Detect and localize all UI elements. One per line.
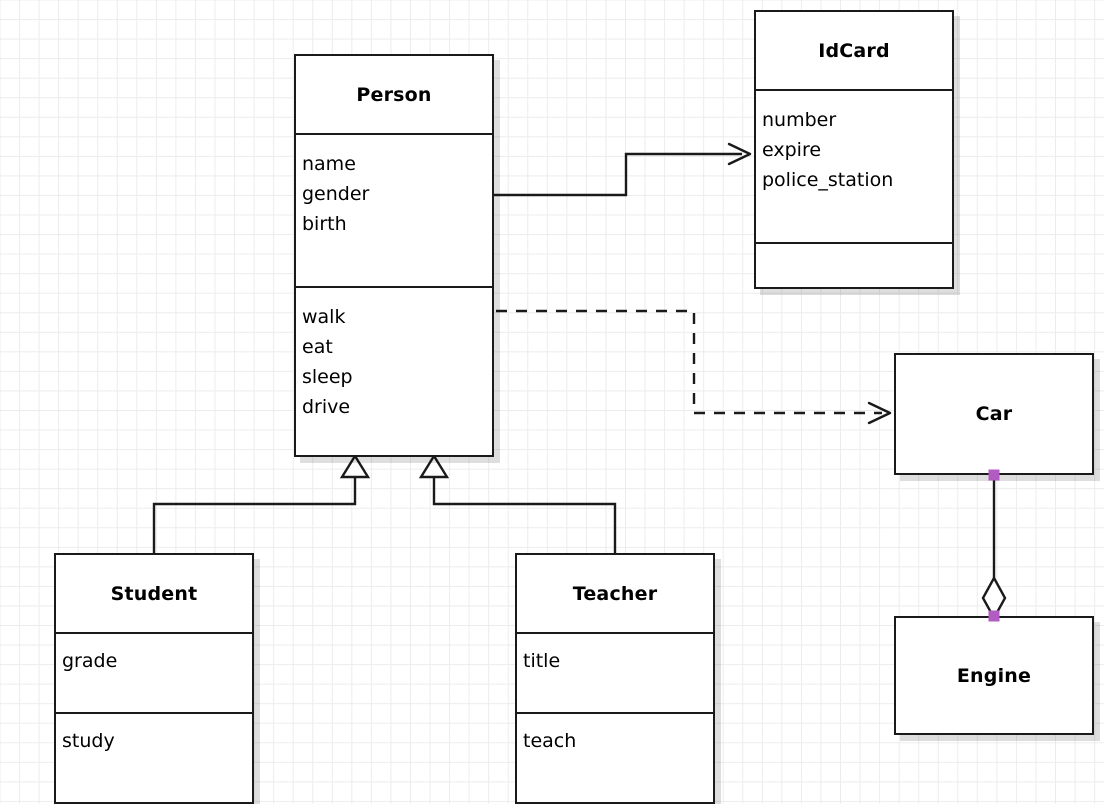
class-box-person[interactable]: Person name gender birth walk eat sleep … bbox=[294, 54, 494, 457]
class-box-teacher[interactable]: Teacher title teach bbox=[515, 553, 715, 804]
class-title-person: Person bbox=[296, 56, 492, 133]
edge-handle-car-end[interactable] bbox=[988, 469, 1000, 481]
attribute-item: name bbox=[302, 153, 356, 175]
attribute-item: title bbox=[523, 650, 561, 672]
class-box-student[interactable]: Student grade study bbox=[54, 553, 254, 804]
class-name-label: Person bbox=[356, 83, 432, 106]
class-methods-student: study bbox=[56, 712, 252, 802]
generalization-teacher-person[interactable] bbox=[418, 453, 617, 553]
class-attributes-idcard: number expire police_station bbox=[756, 89, 952, 242]
class-name-label: Engine bbox=[956, 664, 1032, 687]
method-item: sleep bbox=[302, 366, 353, 388]
class-title-idcard: IdCard bbox=[756, 12, 952, 89]
aggregation-car-engine[interactable] bbox=[981, 475, 1007, 621]
class-attributes-teacher: title bbox=[517, 632, 713, 712]
class-title-engine: Engine bbox=[896, 618, 1092, 733]
generalization-student-person[interactable] bbox=[152, 453, 371, 553]
method-item: teach bbox=[523, 730, 577, 752]
class-box-engine[interactable]: Engine bbox=[894, 616, 1094, 735]
attribute-item: birth bbox=[302, 213, 347, 235]
class-title-car: Car bbox=[896, 355, 1092, 473]
method-item: drive bbox=[302, 396, 351, 418]
method-item: study bbox=[62, 730, 115, 752]
attribute-item: grade bbox=[62, 650, 118, 672]
class-name-label: Student bbox=[110, 582, 198, 605]
edge-handle-engine-end[interactable] bbox=[988, 610, 1000, 622]
class-title-student: Student bbox=[56, 555, 252, 632]
method-item: eat bbox=[302, 336, 333, 358]
class-box-idcard[interactable]: IdCard number expire police_station bbox=[754, 10, 954, 289]
class-name-label: IdCard bbox=[818, 39, 890, 62]
attribute-item: gender bbox=[302, 183, 370, 205]
class-name-label: Car bbox=[975, 403, 1013, 425]
attribute-item: number bbox=[762, 109, 837, 131]
class-box-car[interactable]: Car bbox=[894, 353, 1094, 475]
method-item: walk bbox=[302, 306, 346, 328]
class-attributes-person: name gender birth bbox=[296, 133, 492, 286]
attribute-item: police_station bbox=[762, 169, 894, 191]
class-attributes-student: grade bbox=[56, 632, 252, 712]
dependency-person-car[interactable] bbox=[496, 309, 892, 425]
class-name-label: Teacher bbox=[572, 582, 658, 605]
class-methods-teacher: teach bbox=[517, 712, 713, 802]
class-methods-person: walk eat sleep drive bbox=[296, 286, 492, 455]
class-methods-idcard bbox=[756, 242, 952, 287]
association-person-idcard[interactable] bbox=[494, 142, 752, 197]
class-title-teacher: Teacher bbox=[517, 555, 713, 632]
attribute-item: expire bbox=[762, 139, 822, 161]
